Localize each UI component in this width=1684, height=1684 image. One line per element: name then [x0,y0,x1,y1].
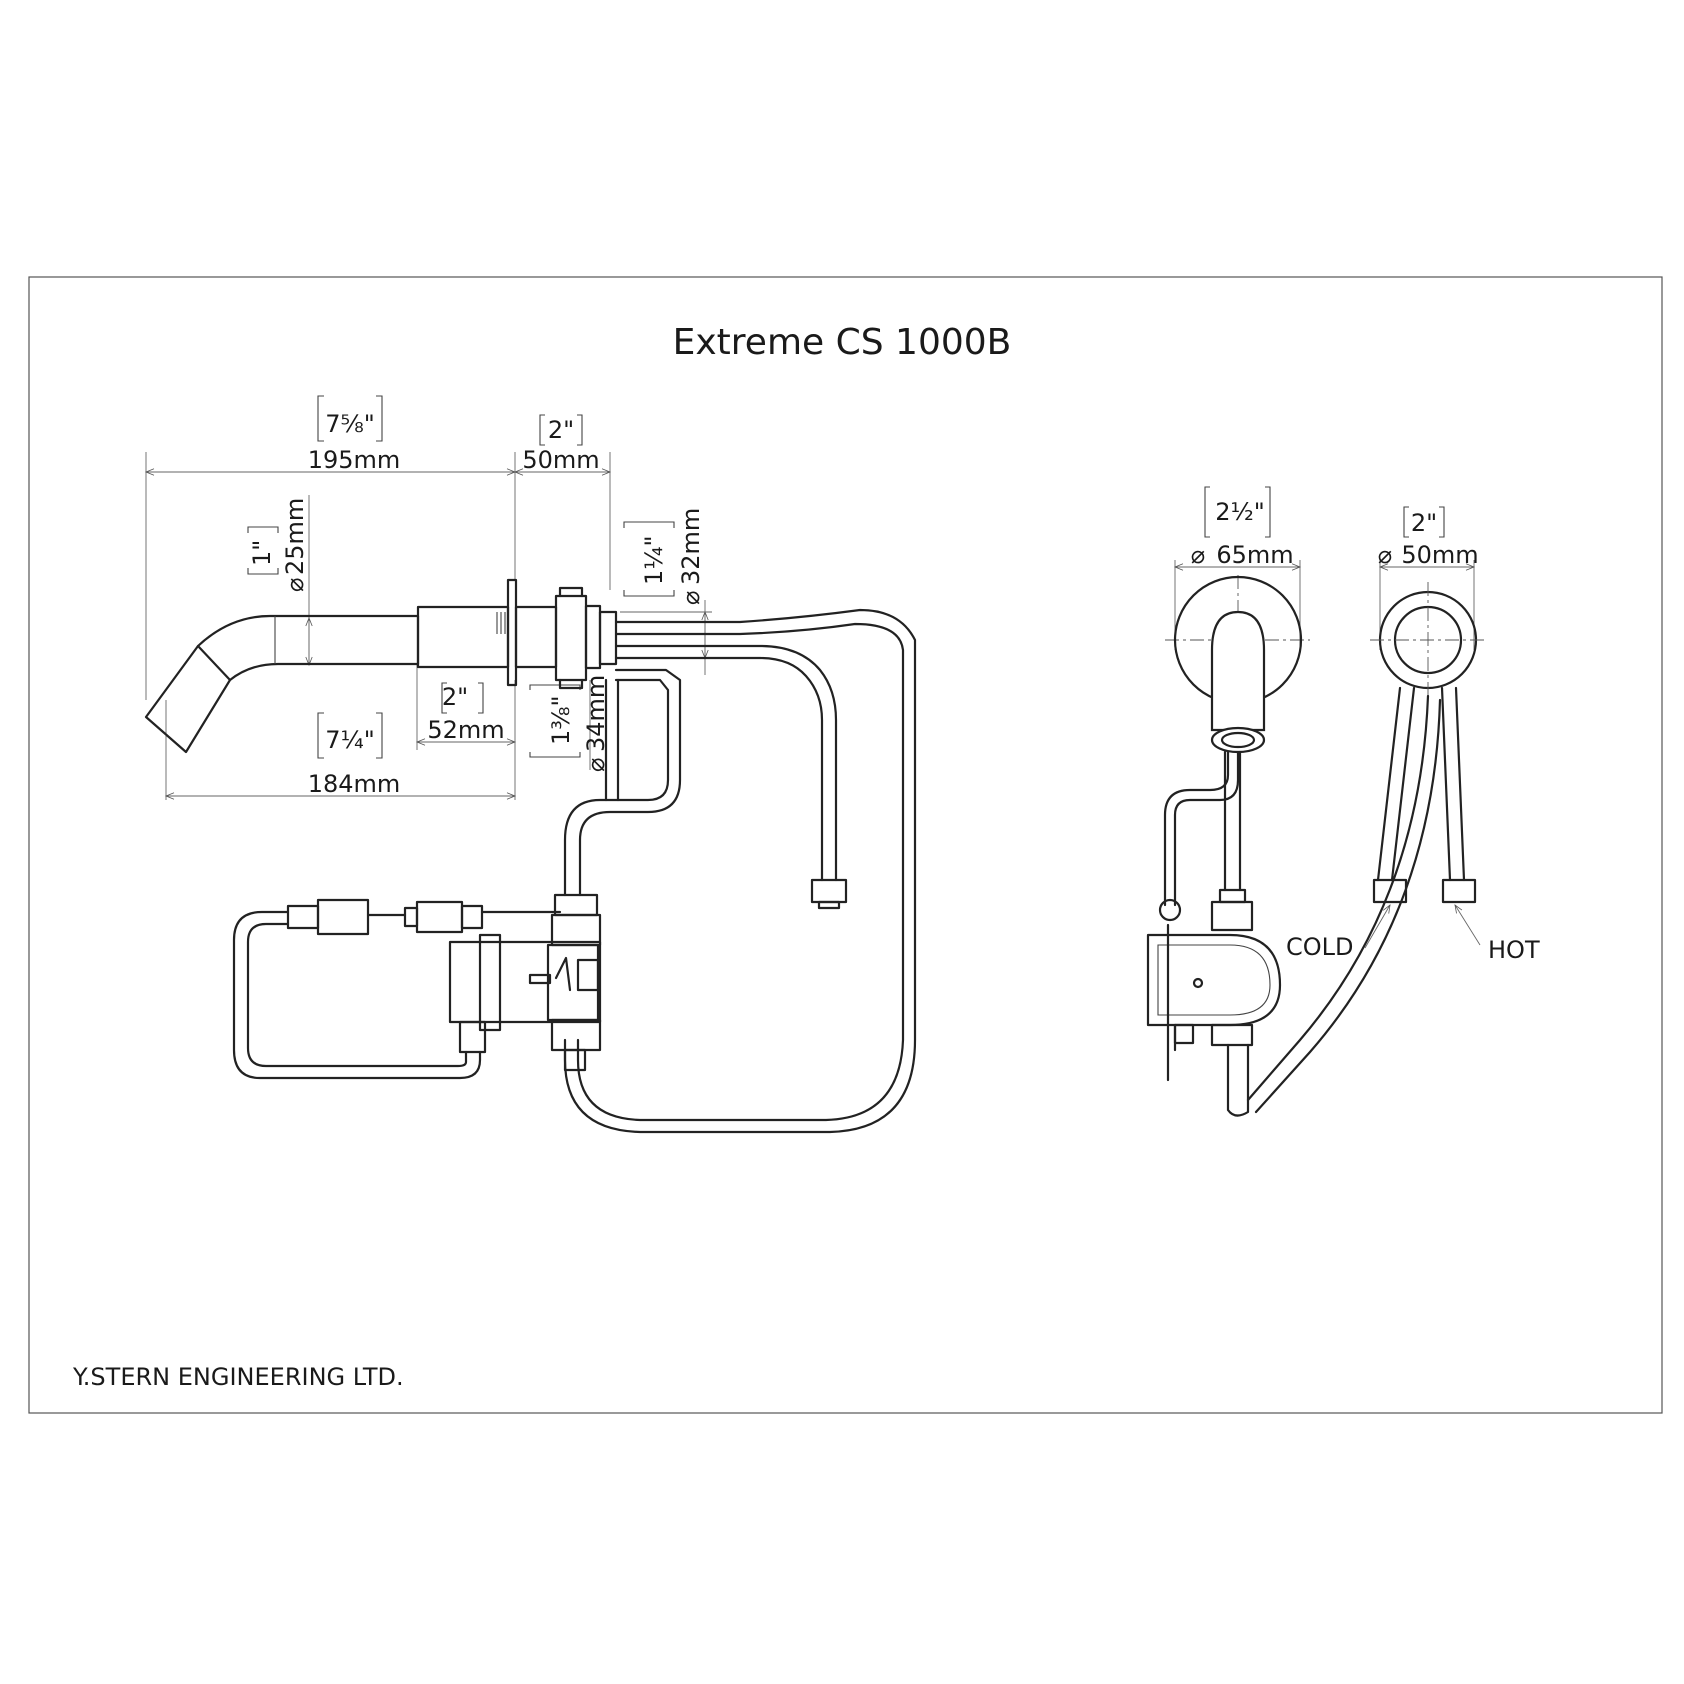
dim-50-inch: 2" [548,416,574,444]
dim-195-mm: 195mm [308,446,401,474]
dimension-length-184: 184mm 7¼" [164,680,517,800]
inlet-labels: COLD HOT [1286,904,1540,964]
front-valve [1146,750,1282,1117]
dim-65-inch: 2½" [1215,498,1265,526]
cold-label: COLD [1286,933,1354,961]
drawing-title: Extreme CS 1000B [673,322,1012,363]
hot-label: HOT [1488,936,1540,964]
dim-25-mm: 25mm [281,498,309,575]
dimension-body-52: 52mm 2" [415,665,517,750]
dim-25-inch: 1" [248,540,276,566]
control-plate [1370,582,1486,698]
dim-50f-mm: 50mm [1401,541,1478,569]
dimension-plate-50: 50mm ⌀ 2" [1378,506,1479,650]
dim-184-inch: 7¼" [325,726,375,754]
dim-65-mm: 65mm [1216,541,1293,569]
dim-184-mm: 184mm [308,770,401,798]
dimension-nut-dia: 32mm ⌀ 1¼" [620,508,712,675]
front-view: 65mm ⌀ 2½" 50mm ⌀ 2" [1146,486,1540,1117]
dimension-plate-65: 65mm ⌀ 2½" [1173,486,1302,650]
dim-34-inch: 1⅜" [547,695,575,745]
drawing-frame [28,276,1663,1414]
dim-52-mm: 52mm [427,716,504,744]
dim-50-mm: 50mm [522,446,599,474]
spout-body [416,578,618,690]
dimension-spout-dia: 25mm ⌀ 1" [247,495,313,667]
dimension-valve-dia: 34mm ⌀ 1⅜" [529,675,610,772]
front-hoses [1246,686,1477,1114]
company-name: Y.STERN ENGINEERING LTD. [72,1363,404,1391]
dim-50f-inch: 2" [1411,509,1437,537]
spout [144,614,420,754]
side-view: 195mm 7⅝" 50mm 2" 25mm ⌀ 1" 32mm [144,395,917,1134]
svg-text:⌀: ⌀ [1378,541,1392,569]
dim-32-mm: 32mm [677,508,705,585]
spout-plate [1165,575,1310,760]
sensor-cable [232,898,562,1080]
svg-text:⌀: ⌀ [677,591,705,605]
dim-195-inch: 7⅝" [325,410,375,438]
svg-text:⌀: ⌀ [281,578,309,592]
dim-32-inch: 1¼" [640,535,668,585]
svg-text:⌀: ⌀ [582,758,610,772]
dimension-flange-50: 50mm 2" [513,414,612,590]
supply-hoses [563,608,917,1134]
solenoid-valve [448,893,602,1072]
dim-52-inch: 2" [442,683,468,711]
dimension-length-195: 195mm 7⅝" [144,395,517,700]
svg-text:⌀: ⌀ [1191,541,1205,569]
